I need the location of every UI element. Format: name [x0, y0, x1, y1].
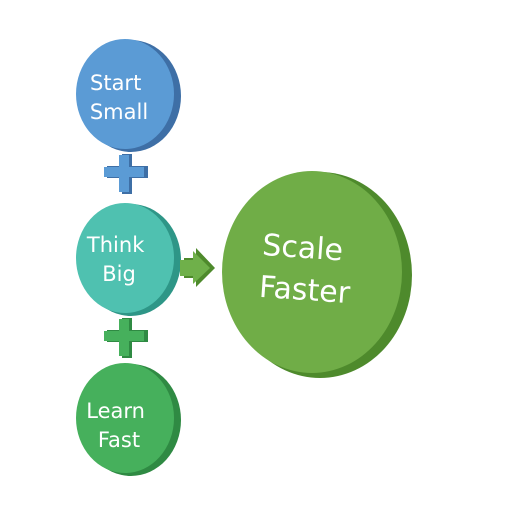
node-scale-faster-face: [222, 171, 402, 373]
node-scale-faster-line-1: Scale: [261, 228, 344, 269]
node-learn-fast: Learn Fast: [76, 363, 181, 476]
plus-icon-top: [104, 154, 148, 194]
arrow-right-icon: [180, 248, 215, 287]
node-think-big-label: Think Big: [86, 233, 151, 286]
node-learn-fast-line-1: Learn: [86, 399, 145, 423]
node-scale-faster: Scale Faster: [222, 171, 412, 378]
node-think-big-line-2: Big: [102, 262, 136, 286]
node-think-big-face: [76, 203, 174, 313]
node-start-small: Start Small: [76, 39, 181, 152]
node-learn-fast-label: Learn Fast: [86, 399, 151, 452]
node-scale-faster-label: Scale Faster: [258, 228, 355, 311]
node-learn-fast-line-2: Fast: [98, 428, 140, 452]
node-scale-faster-line-2: Faster: [258, 270, 352, 311]
plus-icon-bottom: [104, 318, 148, 358]
node-start-small-face: [76, 39, 174, 149]
plus-icon-top-face: [104, 155, 144, 192]
plus-icon-bottom-face: [104, 319, 144, 356]
node-start-small-line-2: Small: [90, 100, 148, 124]
node-start-small-label: Start Small: [90, 71, 148, 124]
node-learn-fast-face: [76, 363, 174, 473]
arrow-right-icon-face: [180, 251, 210, 284]
node-think-big-line-1: Think: [86, 233, 145, 257]
node-start-small-line-1: Start: [90, 71, 141, 95]
node-think-big: Think Big: [76, 203, 181, 316]
